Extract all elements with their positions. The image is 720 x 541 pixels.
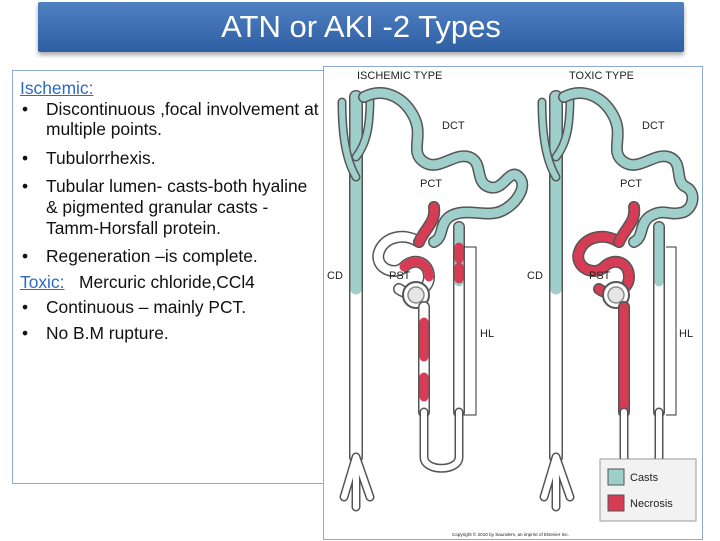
ischemic-pst-label: PST [389, 270, 411, 282]
toxic-hl-bracket [666, 246, 677, 416]
toxic-list: Continuous – mainly PCT. No B.M rupture. [20, 297, 320, 343]
ischemic-dct-label: DCT [442, 120, 465, 132]
legend-necrosis-swatch [607, 494, 625, 512]
legend-casts-swatch [607, 468, 625, 486]
toxic-type-heading: TOXIC TYPE [569, 70, 634, 82]
ischemic-nephron [337, 87, 529, 512]
toxic-point: No B.M rupture. [20, 323, 320, 344]
ischemic-type-heading: ISCHEMIC TYPE [357, 70, 442, 82]
legend-casts-label: Casts [630, 472, 659, 484]
toxic-pst-label: PST [589, 270, 611, 282]
toxic-line: Toxic: Mercuric chloride,CCl4 [20, 272, 320, 293]
toxic-heading[interactable]: Toxic: [20, 271, 65, 292]
ischemic-dct [358, 87, 529, 418]
ischemic-heading[interactable]: Ischemic: [20, 78, 94, 98]
toxic-collecting-duct [537, 90, 575, 512]
toxic-dct [558, 87, 699, 418]
ischemic-point: Tubular lumen- casts-both hyaline & pigm… [20, 176, 320, 238]
ischemic-loop [419, 407, 464, 473]
ischemic-point: Regeneration –is complete. [20, 246, 320, 267]
ischemic-list: Discontinuous ,focal involvement at mult… [20, 99, 320, 267]
ischemic-point: Discontinuous ,focal involvement at mult… [20, 99, 320, 140]
copyright-text: Copyright © 2010 by Saunders, an imprint… [452, 531, 569, 537]
slide-title: ATN or AKI -2 Types [221, 9, 501, 44]
ischemic-point: Tubulorrhexis. [20, 148, 320, 169]
ischemic-hl-label: HL [480, 328, 494, 340]
toxic-hl-label: HL [679, 328, 693, 340]
toxic-pct-label: PCT [620, 178, 642, 190]
nephron-diagram: ISCHEMIC TYPE TOXIC TYPE [327, 70, 699, 537]
toxic-cd-label: CD [527, 270, 543, 282]
ischemic-collecting-duct [337, 90, 375, 512]
ischemic-hl-bracket [464, 246, 477, 416]
legend-box [599, 458, 697, 522]
legend-necrosis-label: Necrosis [630, 498, 673, 510]
toxic-nephron [537, 87, 699, 512]
legend: Casts Necrosis [599, 458, 697, 522]
slide-content: Ischemic: Discontinuous ,focal involveme… [20, 78, 320, 344]
toxic-agents: Mercuric chloride,CCl4 [78, 271, 255, 292]
ischemic-pct-label: PCT [420, 178, 442, 190]
toxic-dct-label: DCT [642, 120, 665, 132]
title-bar: ATN or AKI -2 Types [38, 2, 684, 52]
ischemic-cd-label: CD [327, 270, 343, 282]
toxic-point: Continuous – mainly PCT. [20, 297, 320, 318]
nephron-figure: ISCHEMIC TYPE TOXIC TYPE [323, 66, 703, 540]
